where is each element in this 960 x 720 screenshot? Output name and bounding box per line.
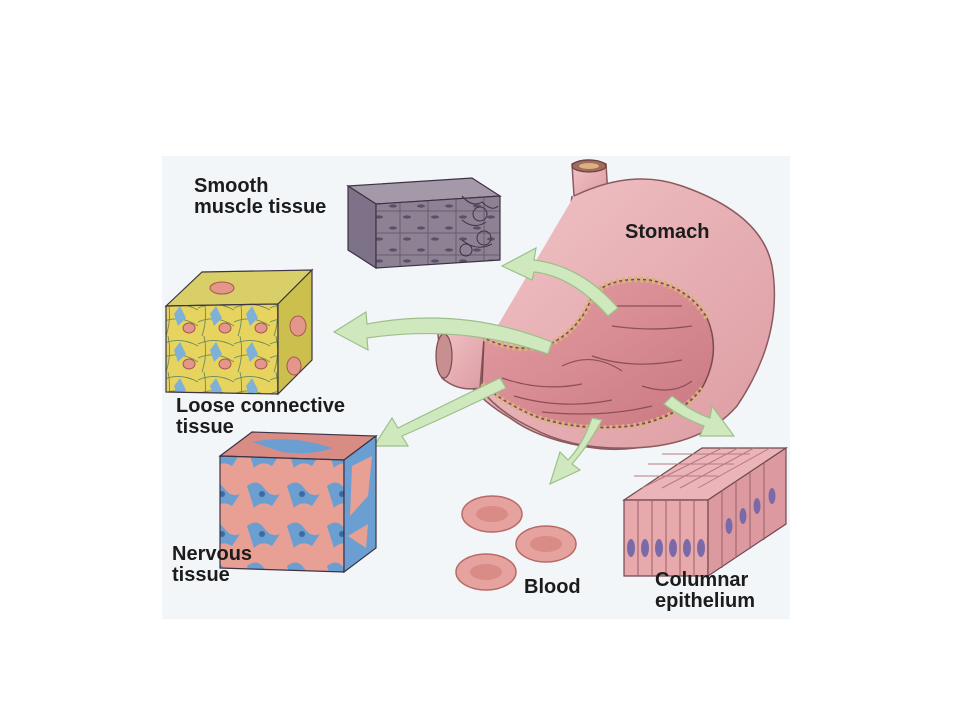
columnar-label-line1: Columnar [655, 569, 749, 591]
nervous-label-line2: tissue [172, 564, 230, 586]
diagram-artwork [164, 159, 788, 591]
loose-connective-label-line1: Loose connective [176, 395, 345, 417]
arrow-to-blood [549, 417, 603, 486]
blood-cells [455, 495, 577, 591]
arrow-to-nervous [372, 377, 507, 447]
arrow-to-smooth-muscle [500, 246, 619, 317]
tissue-diagram: Smooth muscle tissue Stomach Loose conne… [162, 156, 790, 619]
smooth-muscle-label: Smooth muscle tissue [194, 176, 326, 218]
columnar-label-line2: epithelium [655, 590, 756, 612]
stomach-label: Stomach [625, 221, 710, 243]
smooth-muscle-block [346, 177, 502, 270]
nervous-label-line1: Nervous [172, 543, 253, 565]
columnar-label: Columnar epithelium [655, 570, 755, 612]
loose-connective-block [164, 268, 314, 396]
columnar-epithelium-block [622, 446, 788, 578]
nervous-tissue-block [218, 431, 378, 574]
blood-label: Blood [524, 576, 581, 598]
loose-connective-label-line2: tissue [176, 416, 234, 438]
nervous-label: Nervous tissue [172, 544, 252, 586]
smooth-muscle-label-line2: muscle tissue [194, 196, 327, 218]
arrow-to-loose-connective [332, 310, 553, 355]
arrows [332, 246, 736, 486]
arrow-to-columnar [663, 395, 736, 437]
loose-connective-label: Loose connective tissue [176, 396, 345, 438]
smooth-muscle-label-line1: Smooth [194, 175, 269, 197]
